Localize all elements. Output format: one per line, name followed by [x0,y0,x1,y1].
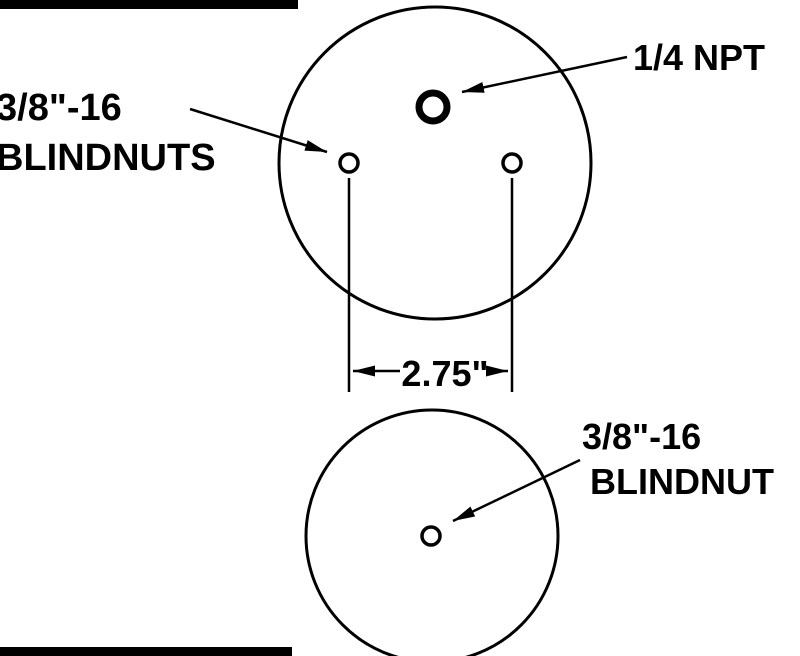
bottom-plate-outline [304,408,560,656]
blindnut-label-line1: 3/8"-16 [582,416,701,457]
blindnut-hole-center [420,525,442,547]
blindnuts-label-line2: BLINDNUTS [0,137,216,179]
scan-artifact-top-bar [0,0,298,9]
blindnut-hole-left [338,152,360,174]
blindnut-label-line2: BLINDNUT [590,461,774,502]
blindnut-leader-arrow [452,458,581,523]
top-plate-outline [277,5,593,321]
scan-artifact-bottom-bar [0,647,292,656]
npt-port-hole [415,89,451,125]
blindnuts-leader-arrow [189,107,328,154]
dimension-label: 2.75" [401,353,488,394]
npt-leader-arrow [461,55,628,94]
blindnuts-label-line1: 3/8"-16 [0,87,122,129]
blindnut-hole-right [501,152,523,174]
npt-label: 1/4 NPT [633,37,765,78]
